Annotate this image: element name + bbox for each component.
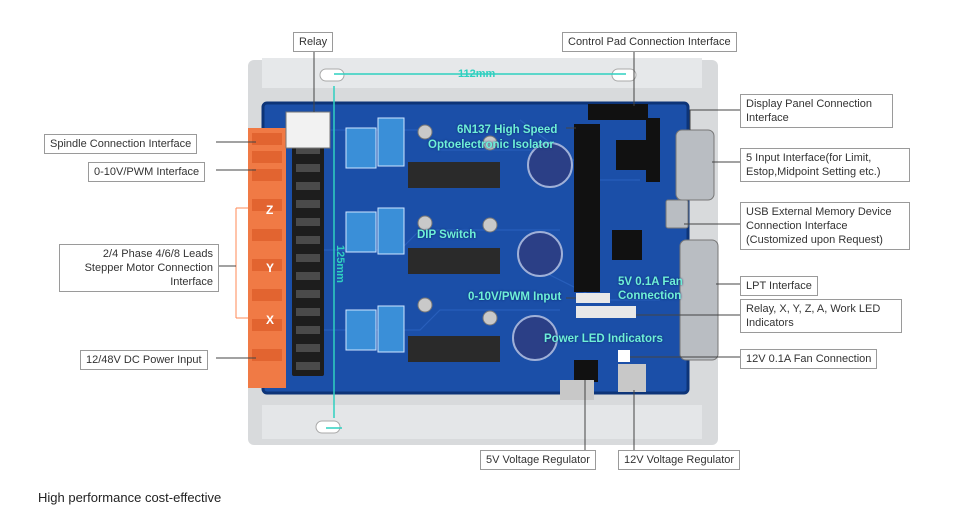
fan-12v-callout: 12V 0.1A Fan Connection (740, 349, 878, 369)
display-panel-callout: Display Panel Connection Interface (740, 94, 893, 128)
width-dimension-label: 112mm (458, 68, 496, 80)
fan-5v-label-line2: Connection (618, 290, 682, 302)
relay-callout: Relay (293, 32, 334, 52)
fan-5v-label-line1: 5V 0.1A Fan (618, 276, 683, 288)
stepper-motor-callout: 2/4 Phase 4/6/8 Leads Stepper Motor Conn… (59, 244, 219, 292)
optocoupler-label-line2: Optoelectronic Isolator (428, 139, 554, 151)
power-input-callout: 12/48V DC Power Input (80, 350, 208, 370)
axis-x-label: X (266, 313, 275, 327)
regulator-12v-callout: 12V Voltage Regulator (618, 450, 741, 470)
axis-z-label: Z (266, 203, 274, 217)
control-pad-callout: Control Pad Connection Interface (562, 32, 737, 52)
axis-y-label: Y (266, 261, 275, 275)
spindle-callout: Spindle Connection Interface (44, 134, 198, 154)
pwm-interface-callout: 0-10V/PWM Interface (88, 162, 206, 182)
height-dimension-label: 125mm (334, 245, 346, 283)
optocoupler-label-line1: 6N137 High Speed (457, 124, 558, 136)
regulator-5v-callout: 5V Voltage Regulator (480, 450, 596, 470)
led-indicators-callout: Relay, X, Y, Z, A, Work LED Indicators (740, 299, 902, 333)
five-input-callout: 5 Input Interface(for Limit, Estop,Midpo… (740, 148, 910, 182)
dip-switch-label: DIP Switch (417, 229, 477, 241)
pwm-input-label: 0-10V/PWM Input (468, 291, 562, 303)
footer-caption: High performance cost-effective (38, 490, 222, 505)
usb-memory-callout: USB External Memory Device Connection In… (740, 202, 910, 250)
power-led-label: Power LED Indicators (544, 333, 663, 345)
lpt-callout: LPT Interface (740, 276, 818, 296)
